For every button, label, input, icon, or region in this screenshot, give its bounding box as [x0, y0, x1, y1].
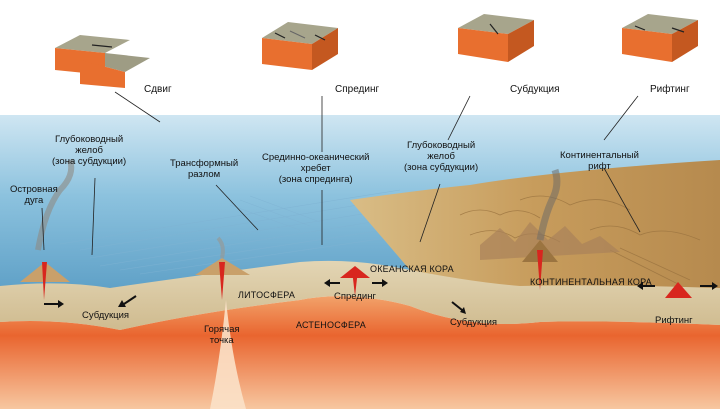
- continental-crust-label: КОНТИНЕНТАЛЬНАЯ КОРА: [530, 277, 652, 287]
- continent-ridges: [459, 195, 701, 286]
- island-arc-volcano: [20, 159, 75, 300]
- rift-magma: [665, 282, 692, 298]
- subduction-right-label: Субдукция: [450, 317, 498, 328]
- subduction-block-icon: [458, 14, 534, 62]
- hot-spot-volcano: [195, 236, 250, 300]
- trench-right-label: Глубоководный желоб (зона субдукции): [404, 140, 479, 173]
- hot-spot-plume: [210, 300, 246, 409]
- spreading-process-label: Спрединг: [334, 291, 376, 302]
- continental-volcano: [522, 168, 561, 290]
- mid-ocean-ridge-label: Срединно-океанический хребет (зона спред…: [262, 152, 370, 185]
- subduction-label: Субдукция: [510, 84, 560, 95]
- ridge-volcano: [340, 266, 370, 296]
- rifting-process-label: Рифтинг: [655, 315, 693, 326]
- motion-arrows: [44, 279, 718, 314]
- oceanic-crust-label: ОКЕАНСКАЯ КОРА: [370, 264, 454, 274]
- trench-left-label: Глубоководный желоб (зона субдукции): [52, 134, 127, 167]
- lithosphere-label: ЛИТОСФЕРА: [238, 290, 296, 300]
- hot-spot-label: Горячая точка: [204, 324, 240, 346]
- subduction-left-label: Субдукция: [82, 310, 130, 321]
- asthenosphere-label: АСТЕНОСФЕРА: [296, 320, 366, 330]
- rifting-label: Рифтинг: [650, 84, 690, 95]
- transform-fault-label: Трансформный разлом: [170, 158, 239, 180]
- island-arc-label: Островная дуга: [10, 184, 58, 206]
- asthenosphere: [0, 296, 720, 409]
- leader-lines: [41, 91, 641, 256]
- transform-block-icon: [55, 35, 150, 88]
- spreading-label: Спрединг: [335, 84, 380, 95]
- mountains: [480, 222, 620, 260]
- transform-label: Сдвиг: [144, 84, 172, 95]
- lithosphere-band: [0, 260, 720, 330]
- spreading-block-icon: [262, 22, 338, 70]
- continental-rift-label: Континентальный рифт: [560, 150, 639, 172]
- rifting-block-icon: [622, 14, 698, 62]
